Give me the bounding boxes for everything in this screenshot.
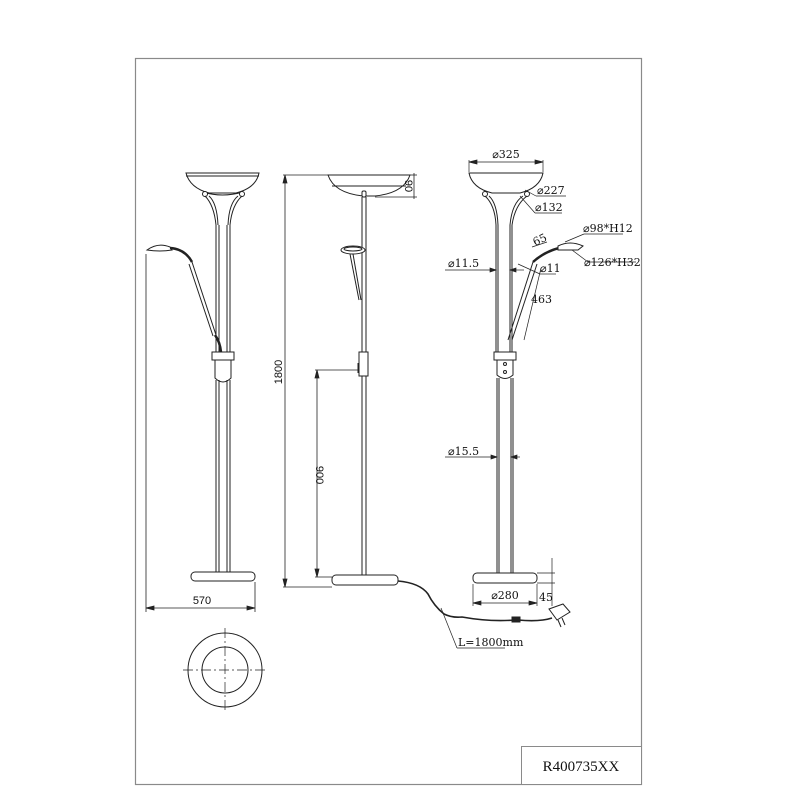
front-width-label: 570 bbox=[193, 595, 211, 607]
upper-tube-label: ⌀11.5 bbox=[448, 257, 479, 270]
detail-dimension-lines bbox=[440, 159, 636, 649]
bowl-depth-dimension bbox=[375, 173, 417, 199]
front-view-lamp bbox=[145, 172, 260, 582]
side-height-dimension bbox=[282, 174, 332, 588]
arm-angle-label: 65 bbox=[531, 231, 549, 249]
bowl-depth-label: 90 bbox=[402, 180, 414, 192]
base-height-label: 45 bbox=[539, 591, 553, 604]
arm-length-label: 463 bbox=[531, 293, 552, 306]
bowl-inner-diameter-label: ⌀227 bbox=[537, 184, 565, 197]
switch-height-label: 900 bbox=[313, 466, 325, 484]
cable-length-label: L=1800mm bbox=[458, 636, 524, 649]
reading-shade-label: ⌀126*H32 bbox=[584, 256, 641, 269]
drawing-frame bbox=[134, 57, 643, 786]
switch-height-dimension bbox=[314, 369, 358, 578]
reading-head-label: ⌀98*H12 bbox=[583, 222, 633, 235]
arm-tube-label: ⌀11 bbox=[540, 262, 561, 275]
title-block bbox=[521, 746, 642, 785]
side-view-lamp bbox=[327, 174, 571, 628]
pole-tube-label: ⌀15.5 bbox=[448, 445, 479, 458]
base-plan-view bbox=[183, 628, 267, 712]
product-code: R400735XX bbox=[543, 759, 620, 775]
bowl-diameter-label: ⌀325 bbox=[492, 148, 520, 161]
base-diameter-label: ⌀280 bbox=[491, 589, 519, 602]
side-height-label: 1800 bbox=[273, 360, 285, 384]
front-width-dimension bbox=[145, 254, 256, 612]
bowl-base-diameter-label: ⌀132 bbox=[535, 201, 563, 214]
detail-view-lamp bbox=[468, 172, 584, 584]
